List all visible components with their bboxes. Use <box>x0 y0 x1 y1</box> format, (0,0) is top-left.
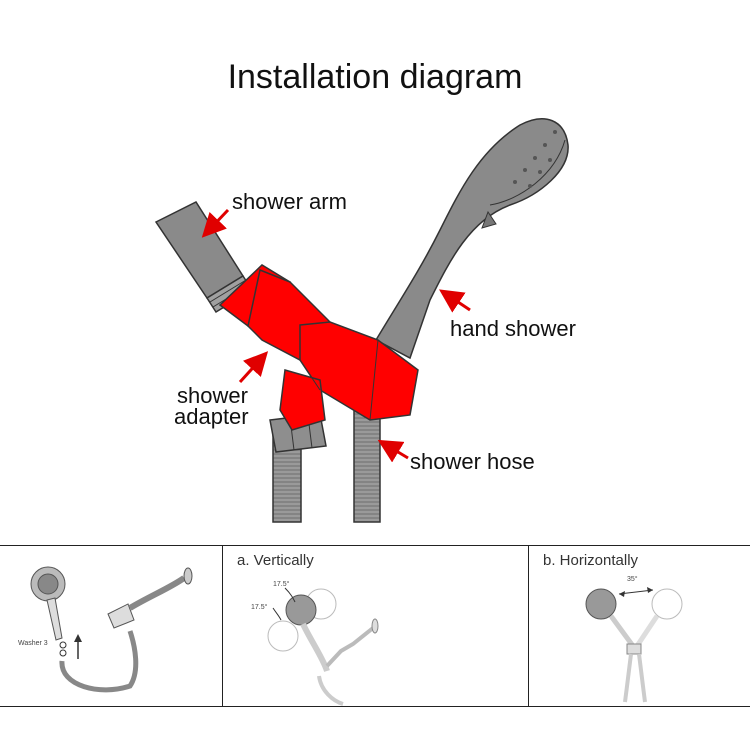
shower-adapter <box>218 264 419 431</box>
pointer-arrows <box>201 208 471 463</box>
label-shower-adapter-line2: adapter <box>174 404 249 429</box>
arrow-shower-arm <box>201 208 230 238</box>
arrow-shower-adapter <box>238 351 269 384</box>
hand-shower <box>374 118 569 360</box>
installation-illustration <box>154 118 569 523</box>
washer-annotation: Washer 3 <box>18 640 48 647</box>
label-shower-arm: shower arm <box>232 189 347 214</box>
vertical-adjustment-illustration <box>267 587 379 706</box>
panel-label-horizontally: b. Horizontally <box>543 552 639 569</box>
angle-label-horizontal: 35° <box>627 576 638 583</box>
arrow-shower-hose <box>377 439 409 463</box>
horizontal-adjustment-illustration <box>585 587 683 703</box>
angle-label-lower: 17.5° <box>251 604 268 611</box>
panel-assembly: Washer 3 <box>0 546 222 706</box>
instruction-panels: Washer 3 a. Vertically 17.5° 17.5° b. Ho… <box>0 545 750 707</box>
panel-label-vertically: a. Vertically <box>237 552 314 569</box>
label-shower-adapter-line1: shower <box>177 383 248 408</box>
panel-vertically: a. Vertically 17.5° 17.5° <box>222 546 529 706</box>
angle-label-upper: 17.5° <box>273 581 290 588</box>
panel-horizontally: b. Horizontally 35° <box>528 546 750 706</box>
assembly-illustration <box>30 566 193 693</box>
label-hand-shower: hand shower <box>450 316 576 341</box>
arrow-hand-shower <box>439 289 471 313</box>
label-shower-hose: shower hose <box>410 449 535 474</box>
page-title: Installation diagram <box>227 58 523 96</box>
